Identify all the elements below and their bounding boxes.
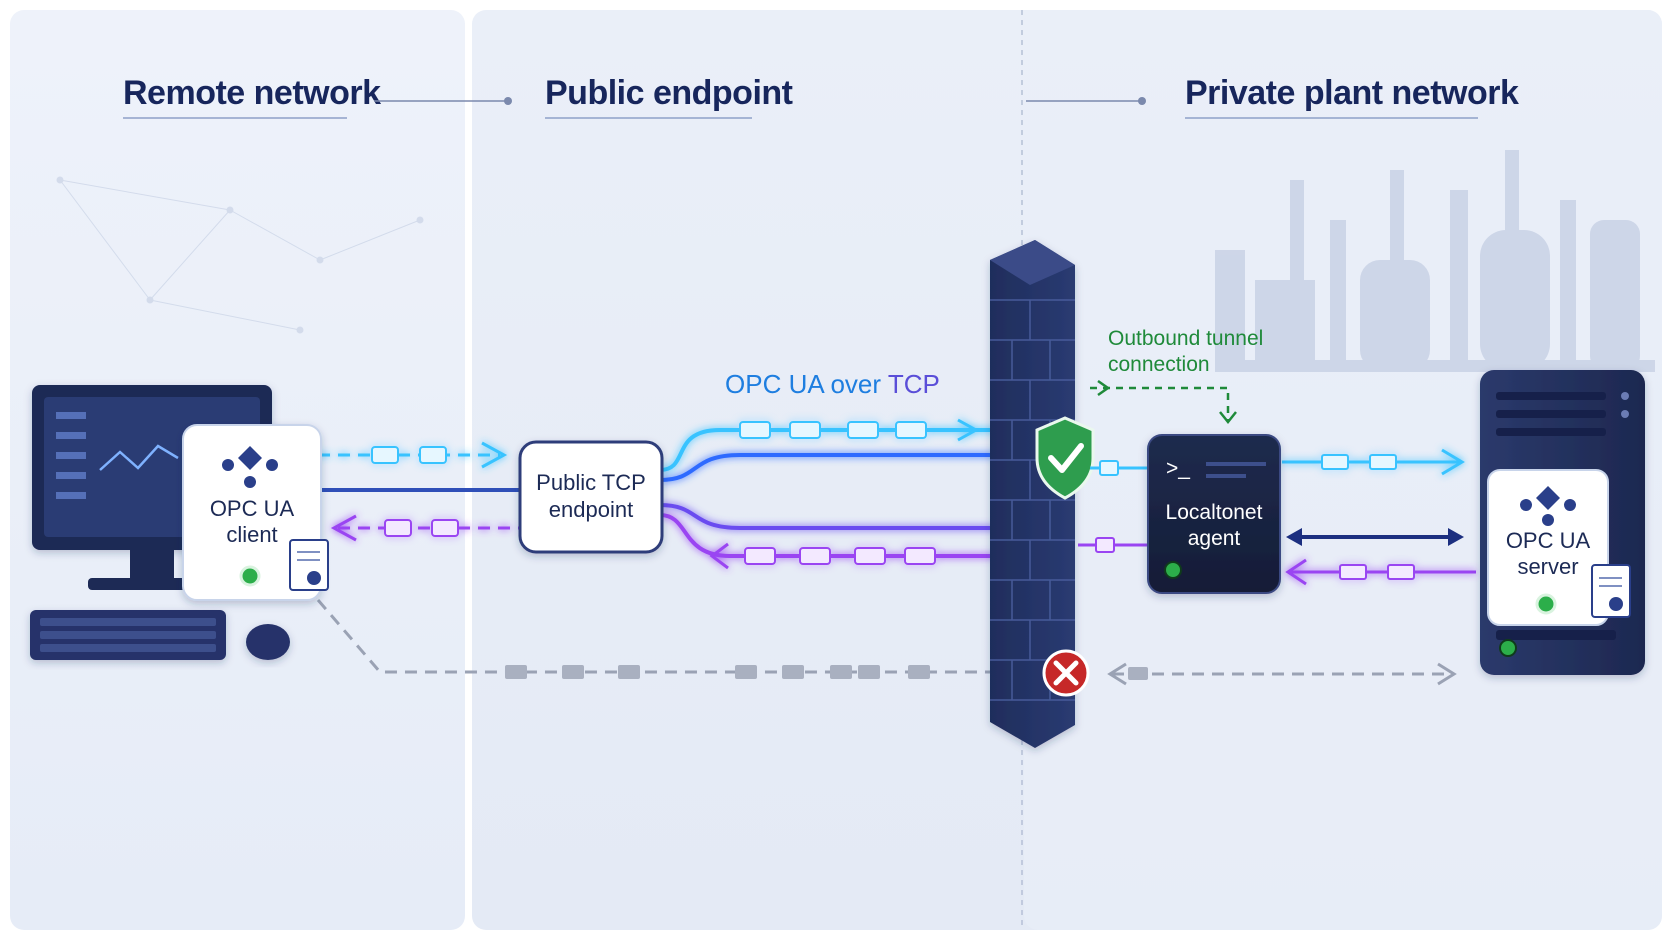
protocol-label: OPC UA over TCP bbox=[725, 369, 940, 399]
zone-title-private: Private plant network bbox=[1185, 74, 1519, 112]
firewall-wall bbox=[990, 240, 1075, 748]
certificate-icon bbox=[1591, 564, 1631, 618]
tunnel-label-line1: Outbound tunnel bbox=[1108, 327, 1263, 350]
network-node-icon bbox=[222, 446, 278, 488]
server-to-agent-return bbox=[1285, 558, 1476, 586]
opc-ua-client-card: OPC UA client bbox=[182, 424, 329, 601]
blocked-x-icon bbox=[1042, 649, 1090, 697]
server-label-line2: server bbox=[1517, 554, 1578, 579]
tunnel-label-line2: connection bbox=[1108, 353, 1210, 376]
zone-title-remote: Remote network bbox=[123, 74, 381, 112]
agent-label-line1: Localtonet bbox=[1166, 501, 1263, 524]
zone-title-public: Public endpoint bbox=[545, 74, 793, 112]
certificate-icon bbox=[289, 539, 329, 591]
endpoint-label-line1: Public TCP bbox=[536, 470, 646, 495]
client-label-line2: client bbox=[226, 522, 277, 547]
protocol-label-part1: OPC UA over bbox=[725, 369, 888, 399]
server-label-line1: OPC UA bbox=[1506, 528, 1591, 553]
tunnel-lower-flow bbox=[659, 503, 1030, 570]
agent-server-bidirectional bbox=[1286, 528, 1464, 546]
client-to-endpoint-link bbox=[318, 441, 508, 469]
tunnel-upper-flow bbox=[659, 418, 1030, 482]
plant-silhouette bbox=[1215, 150, 1655, 372]
agent-label-line2: agent bbox=[1188, 527, 1241, 550]
agent-to-server-link bbox=[1282, 448, 1465, 476]
status-ok-icon bbox=[1535, 593, 1557, 615]
agent-prompt: >_ bbox=[1166, 457, 1190, 480]
status-ok-icon bbox=[239, 565, 261, 587]
outbound-tunnel-arrow bbox=[1090, 379, 1237, 425]
protocol-label-part2: TCP bbox=[888, 369, 940, 399]
shield-check-icon bbox=[1035, 416, 1095, 500]
blocked-direct-path bbox=[316, 599, 1457, 686]
endpoint-label-line2: endpoint bbox=[549, 497, 633, 522]
client-label-line1: OPC UA bbox=[210, 496, 295, 521]
localtonet-agent: >_ Localtonet agent bbox=[1147, 434, 1281, 594]
network-node-icon bbox=[1520, 486, 1576, 526]
endpoint-to-client-return bbox=[330, 514, 520, 542]
server-status-icon bbox=[1499, 639, 1517, 657]
opc-ua-server-rack: OPC UA server bbox=[1480, 370, 1645, 675]
agent-status-icon bbox=[1164, 561, 1182, 579]
public-tcp-endpoint: Public TCP endpoint bbox=[518, 440, 664, 554]
network-mesh-decoration bbox=[56, 176, 424, 334]
